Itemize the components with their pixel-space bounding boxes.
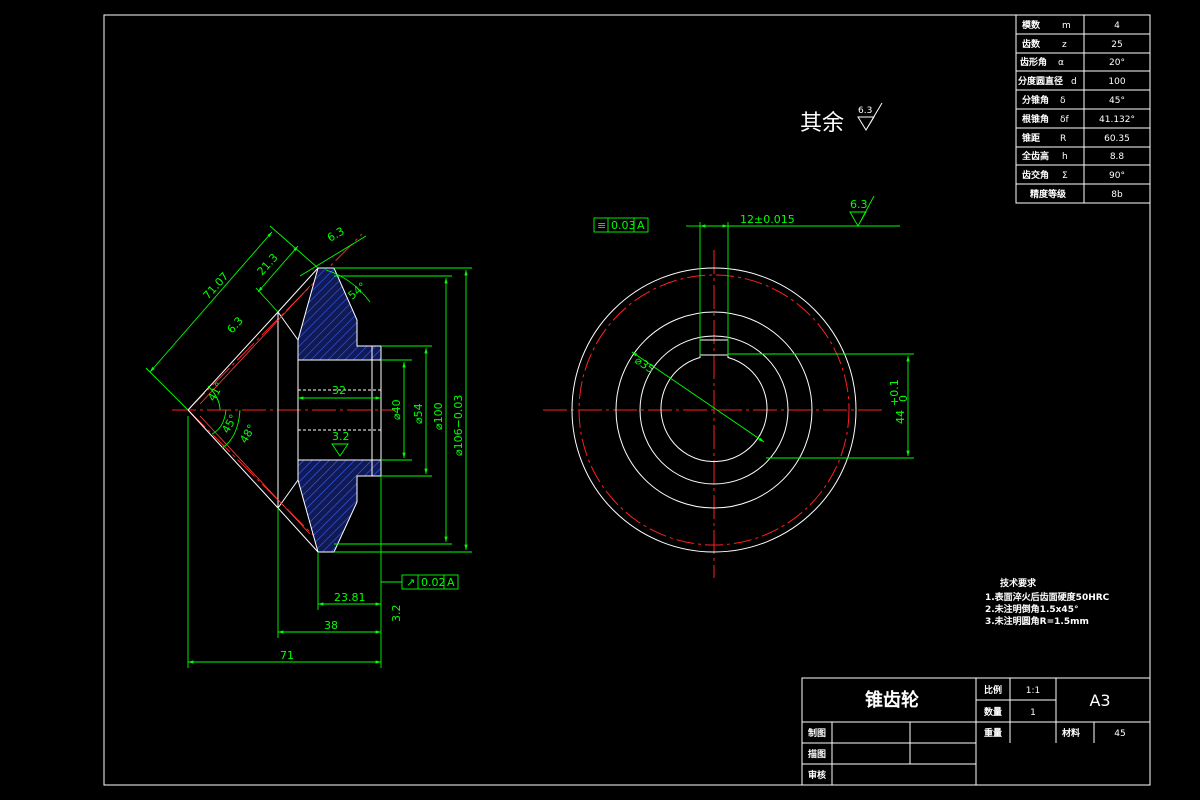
technical-requirements: 技术要求 1.表面淬火后齿面硬度50HRC 2.未注明倒角1.5x45° 3.未… (985, 577, 1110, 627)
dim-keyway-width: 12±0.015 (740, 213, 795, 226)
param-value-pitch-angle: 45° (1109, 96, 1125, 106)
param-label-pitch-angle: 分锥角 (1022, 94, 1049, 106)
roughness-bore: 3.2 (332, 430, 350, 443)
title-scale-label: 比例 (984, 684, 1002, 696)
title-scale: 1:1 (1026, 686, 1040, 696)
dim-face-width: 21.3 (255, 251, 281, 278)
gear-section-view: 71.07 21.3 6.3 6.3 54° 41° 45° 48° 32 3.… (145, 225, 472, 668)
param-value-module: 4 (1114, 21, 1120, 31)
param-value-root-angle: 41.132° (1099, 115, 1135, 125)
param-sym-shaft-angle: Σ (1062, 171, 1068, 181)
drawing-frame (103, 14, 1151, 786)
symmetry-frame (593, 217, 649, 233)
parameter-table: 模数 m 4 齿数 z 25 齿形角 α 20° 分度圆直径 d 100 分锥角… (1015, 14, 1151, 204)
param-sym-pressure-angle: α (1058, 58, 1064, 68)
param-value-tooth-height: 8.8 (1110, 152, 1125, 162)
title-drafted-label: 描图 (808, 748, 826, 760)
dim-23-81: 23.81 (334, 591, 366, 604)
param-sym-pitch-diameter: d (1071, 77, 1077, 87)
dim-angle-41: 41° (205, 380, 226, 403)
tech-req-item-1: 1.表面淬火后齿面硬度50HRC (985, 591, 1110, 603)
title-drawn-label: 制图 (808, 727, 826, 739)
param-label-module: 模数 (1022, 19, 1041, 31)
symmetry-symbol: ≡ (597, 219, 606, 232)
param-label-pressure-angle: 齿形角 (1020, 56, 1047, 68)
dim-bore-length: 32 (332, 384, 346, 397)
tech-req-title: 技术要求 (1000, 577, 1037, 589)
pitch-circle (578, 274, 850, 546)
title-qty-label: 数量 (984, 706, 1002, 718)
dim-38: 38 (324, 619, 338, 632)
param-label-root-angle: 根锥角 (1022, 113, 1049, 125)
dim-angle-48: 48° (237, 422, 258, 445)
param-label-cone-distance: 锥距 (1022, 132, 1040, 144)
param-sym-teeth: z (1062, 40, 1067, 50)
dim-dia-54: ⌀54 (412, 403, 425, 424)
title-qty: 1 (1030, 708, 1036, 718)
symmetry-tolerance: 0.03 (611, 219, 636, 232)
runout-frame (401, 574, 459, 590)
title-sheet-size: A3 (1089, 691, 1110, 710)
roughness-back-face: 6.3 (225, 314, 246, 336)
symmetry-datum: A (637, 219, 645, 232)
param-label-pitch-diameter: 分度圆直径 (1018, 75, 1063, 87)
roughness-keyway: 6.3 (850, 198, 868, 211)
title-checked-label: 审核 (808, 769, 826, 781)
param-label-teeth: 齿数 (1022, 38, 1041, 50)
hub-circle-outer (615, 311, 813, 509)
dim-angle-54: 54° (346, 280, 369, 302)
dim-height-tol-lower: 0 (897, 395, 910, 402)
param-value-cone-distance: 60.35 (1104, 134, 1130, 144)
param-value-accuracy: 8b (1111, 190, 1123, 200)
dim-bore-dia: ⌀35 (632, 354, 656, 376)
section-hatch-top (297, 267, 382, 361)
param-value-shaft-angle: 90° (1109, 171, 1125, 181)
general-roughness-note: 其余 6.3 (800, 102, 883, 136)
title-weight-label: 重量 (984, 727, 1002, 739)
gear-front-view: 12±0.015 6.3 ≡ 0.03 A ⌀35 44 +0.1 0 (543, 195, 914, 578)
dim-height-44: 44 (894, 410, 907, 424)
runout-tolerance: 0.02 (421, 576, 446, 589)
title-material-label: 材料 (1061, 727, 1080, 739)
title-block: 锥齿轮 比例 1:1 数量 1 A3 重量 材料 45 制图 描图 审核 (801, 677, 1151, 786)
param-label-shaft-angle: 齿交角 (1022, 169, 1049, 181)
section-hatch-bottom (297, 459, 382, 553)
dim-angle-45: 45° (219, 412, 240, 435)
roughness-tooth-face: 6.3 (325, 225, 347, 245)
param-value-teeth: 25 (1111, 40, 1122, 50)
param-sym-module: m (1062, 21, 1071, 31)
param-label-tooth-height: 全齿高 (1021, 150, 1049, 162)
roughness-bottom: 3.2 (390, 605, 403, 623)
dim-height-tol-upper: +0.1 (888, 379, 901, 406)
title-material: 45 (1114, 729, 1125, 739)
param-sym-cone-distance: R (1060, 134, 1066, 144)
param-sym-root-angle: δf (1060, 115, 1070, 125)
title-part-name: 锥齿轮 (865, 689, 919, 711)
tip-circle (571, 267, 857, 553)
dim-dia-106: ⌀106−0.03 (452, 395, 465, 456)
tech-req-item-3: 3.未注明圆角R=1.5mm (985, 615, 1089, 627)
roughness-note-text: 其余 (800, 111, 844, 136)
runout-symbol: ↗ (406, 576, 415, 589)
param-sym-pitch-angle: δ (1060, 96, 1066, 106)
dim-dia-100: ⌀100 (432, 402, 445, 430)
dim-dia-40: ⌀40 (390, 399, 403, 420)
tech-req-item-2: 2.未注明倒角1.5x45° (985, 603, 1078, 615)
param-value-pitch-diameter: 100 (1108, 77, 1125, 87)
runout-datum: A (447, 576, 455, 589)
param-value-pressure-angle: 20° (1109, 58, 1125, 68)
param-label-accuracy: 精度等级 (1030, 188, 1067, 200)
param-sym-tooth-height: h (1062, 152, 1068, 162)
roughness-note-value: 6.3 (858, 106, 872, 116)
dim-71: 71 (280, 649, 294, 662)
dim-cone-length: 71.07 (201, 270, 232, 302)
